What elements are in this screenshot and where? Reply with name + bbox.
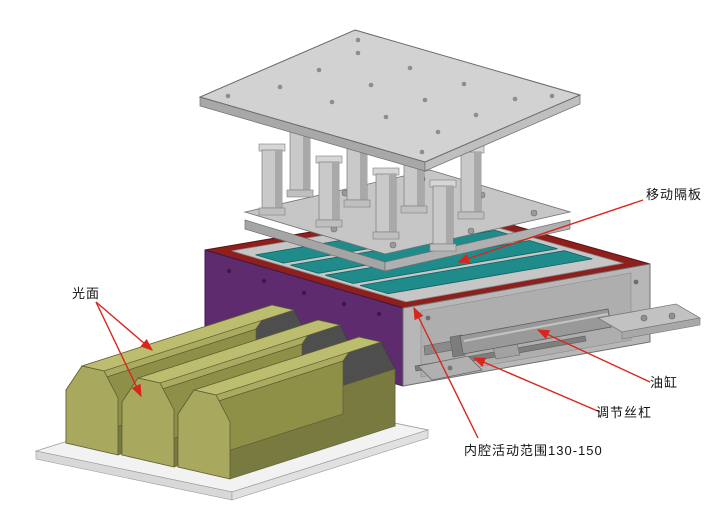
pallet-edge-right bbox=[231, 429, 429, 501]
hole-icon bbox=[512, 96, 518, 102]
leader-line-oil-cylinder bbox=[536, 329, 651, 383]
hole-icon bbox=[383, 114, 389, 120]
top-plate bbox=[198, 29, 582, 163]
hole-icon bbox=[316, 67, 322, 73]
hole-icon bbox=[329, 99, 335, 105]
bolt-icon bbox=[301, 290, 307, 296]
bolt-icon bbox=[425, 315, 431, 321]
hole-icon bbox=[461, 81, 467, 87]
label-smooth-surface: 光面 bbox=[72, 286, 101, 301]
hole-icon bbox=[422, 97, 428, 103]
molded-block bbox=[177, 336, 396, 480]
hole-icon bbox=[355, 50, 361, 56]
block-near-end bbox=[121, 377, 175, 468]
partition-slat bbox=[359, 250, 593, 295]
leader-line-adjusting-screw bbox=[472, 357, 601, 413]
hole-icon bbox=[368, 82, 374, 88]
hole-icon bbox=[549, 93, 555, 99]
upper-platen-assembly bbox=[198, 29, 582, 272]
leader-line-smooth-surface-1 bbox=[95, 301, 154, 351]
bolt-icon bbox=[226, 268, 232, 274]
label-adjusting-screw: 调节丝杠 bbox=[596, 405, 653, 420]
support-column bbox=[429, 179, 457, 252]
bolt-icon bbox=[633, 279, 639, 285]
bolt-icon bbox=[530, 209, 538, 217]
block-near-end bbox=[65, 365, 119, 456]
hole-icon bbox=[355, 37, 361, 43]
label-cavity-range: 内腔活动范围130-150 bbox=[464, 443, 603, 458]
top-plate-holes bbox=[225, 37, 555, 155]
bolt-icon bbox=[341, 301, 347, 307]
bolt-icon bbox=[389, 241, 397, 249]
hole-icon bbox=[407, 65, 413, 71]
hole-icon bbox=[419, 149, 425, 155]
bracket-hole-icon bbox=[447, 365, 453, 371]
hole-icon bbox=[473, 112, 479, 118]
label-moving-partition: 移动隔板 bbox=[646, 187, 703, 202]
bolt-icon bbox=[467, 227, 475, 235]
support-column bbox=[372, 167, 400, 240]
hole-icon bbox=[225, 93, 231, 99]
flange-hole-icon bbox=[668, 312, 676, 320]
support-column bbox=[457, 145, 485, 220]
hole-icon bbox=[435, 129, 441, 135]
oil-cylinder-highlight bbox=[463, 313, 609, 342]
block-near-end bbox=[177, 389, 231, 480]
label-oil-cylinder: 油缸 bbox=[650, 375, 679, 390]
side-flange-edge bbox=[621, 317, 701, 340]
leader-line-cavity-range bbox=[413, 306, 479, 439]
mold-front-face-bolts bbox=[226, 268, 382, 317]
support-column bbox=[258, 143, 286, 216]
leader-arrows bbox=[95, 199, 651, 439]
support-column bbox=[315, 155, 343, 228]
hole-icon bbox=[277, 84, 283, 90]
lower-plate-edge-right bbox=[384, 219, 571, 272]
bolt-icon bbox=[376, 311, 382, 317]
leader-line-smooth-surface-2 bbox=[95, 301, 142, 398]
bolt-icon bbox=[261, 278, 267, 284]
leader-line-moving-partition bbox=[456, 199, 644, 264]
flange-hole-icon bbox=[640, 314, 648, 322]
